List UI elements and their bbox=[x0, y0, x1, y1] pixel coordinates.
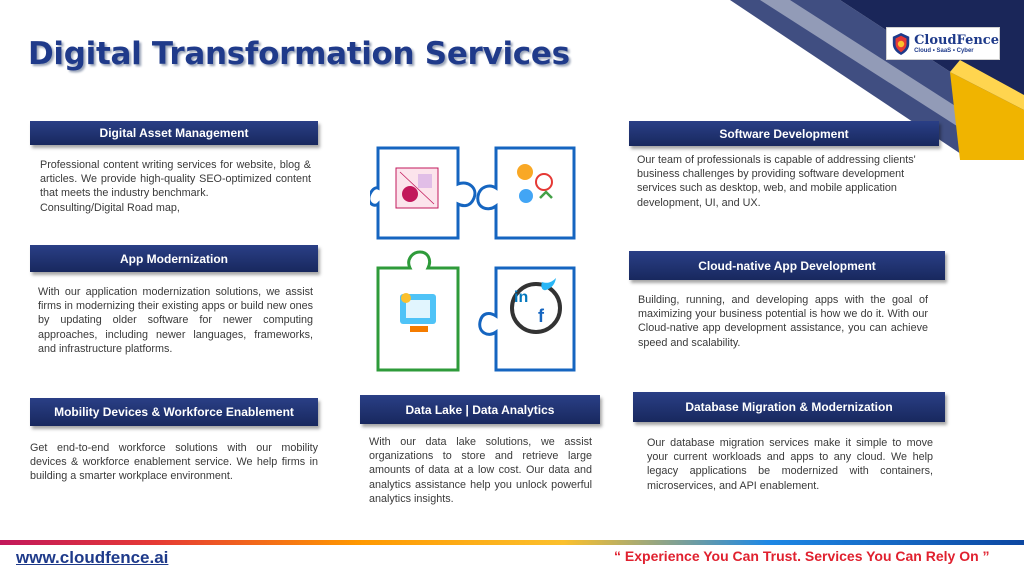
text-digital-asset-management: Professional content writing services fo… bbox=[40, 158, 311, 215]
heading-digital-asset-management: Digital Asset Management bbox=[30, 121, 318, 145]
heading-cloud-native: Cloud-native App Development bbox=[629, 251, 945, 280]
text-software-development: Our team of professionals is capable of … bbox=[637, 154, 916, 209]
software-icon bbox=[517, 164, 553, 203]
logo-tagline: Cloud • SaaS • Cyber bbox=[914, 47, 974, 54]
twitter-icon bbox=[541, 278, 556, 291]
shield-icon bbox=[892, 32, 910, 55]
puzzle-graphic: in f bbox=[370, 146, 576, 372]
logo-name: CloudFence bbox=[914, 32, 999, 48]
company-logo: CloudFence Cloud • SaaS • Cyber bbox=[886, 27, 1000, 60]
footer-divider bbox=[0, 540, 1024, 545]
page-title: Digital Transformation Services bbox=[28, 36, 570, 72]
heading-app-modernization: App Modernization bbox=[30, 245, 318, 272]
footer-website-link[interactable]: www.cloudfence.ai bbox=[16, 548, 169, 567]
dam-body: Professional content writing services fo… bbox=[40, 159, 311, 200]
linkedin-icon: in bbox=[514, 289, 528, 306]
text-app-modernization: With our application modernization solut… bbox=[38, 286, 313, 355]
heading-database-migration: Database Migration & Modernization bbox=[633, 392, 945, 422]
footer-tagline: “ Experience You Can Trust. Services You… bbox=[614, 548, 990, 564]
text-mobility-devices: Get end-to-end workforce solutions with … bbox=[30, 442, 318, 483]
puzzle-piece-bottom-left bbox=[376, 250, 460, 372]
heading-software-development: Software Development bbox=[629, 121, 939, 146]
text-database-migration: Our database migration services make it … bbox=[647, 437, 933, 492]
text-data-lake: With our data lake solutions, we assist … bbox=[369, 436, 592, 505]
puzzle-piece-top-left bbox=[370, 146, 477, 240]
app-modernization-icon bbox=[400, 293, 436, 332]
corner-decoration bbox=[730, 0, 1024, 160]
heading-data-lake: Data Lake | Data Analytics bbox=[360, 395, 600, 424]
digital-asset-icon bbox=[395, 167, 439, 209]
social-icon: in f bbox=[510, 278, 562, 334]
text-cloud-native: Building, running, and developing apps w… bbox=[638, 294, 928, 349]
heading-mobility-devices: Mobility Devices & Workforce Enablement bbox=[30, 398, 318, 426]
facebook-icon: f bbox=[538, 306, 545, 326]
puzzle-piece-bottom-right: in f bbox=[478, 266, 576, 372]
dam-body-2: Consulting/Digital Road map, bbox=[40, 201, 180, 214]
puzzle-piece-top-right bbox=[476, 146, 576, 240]
